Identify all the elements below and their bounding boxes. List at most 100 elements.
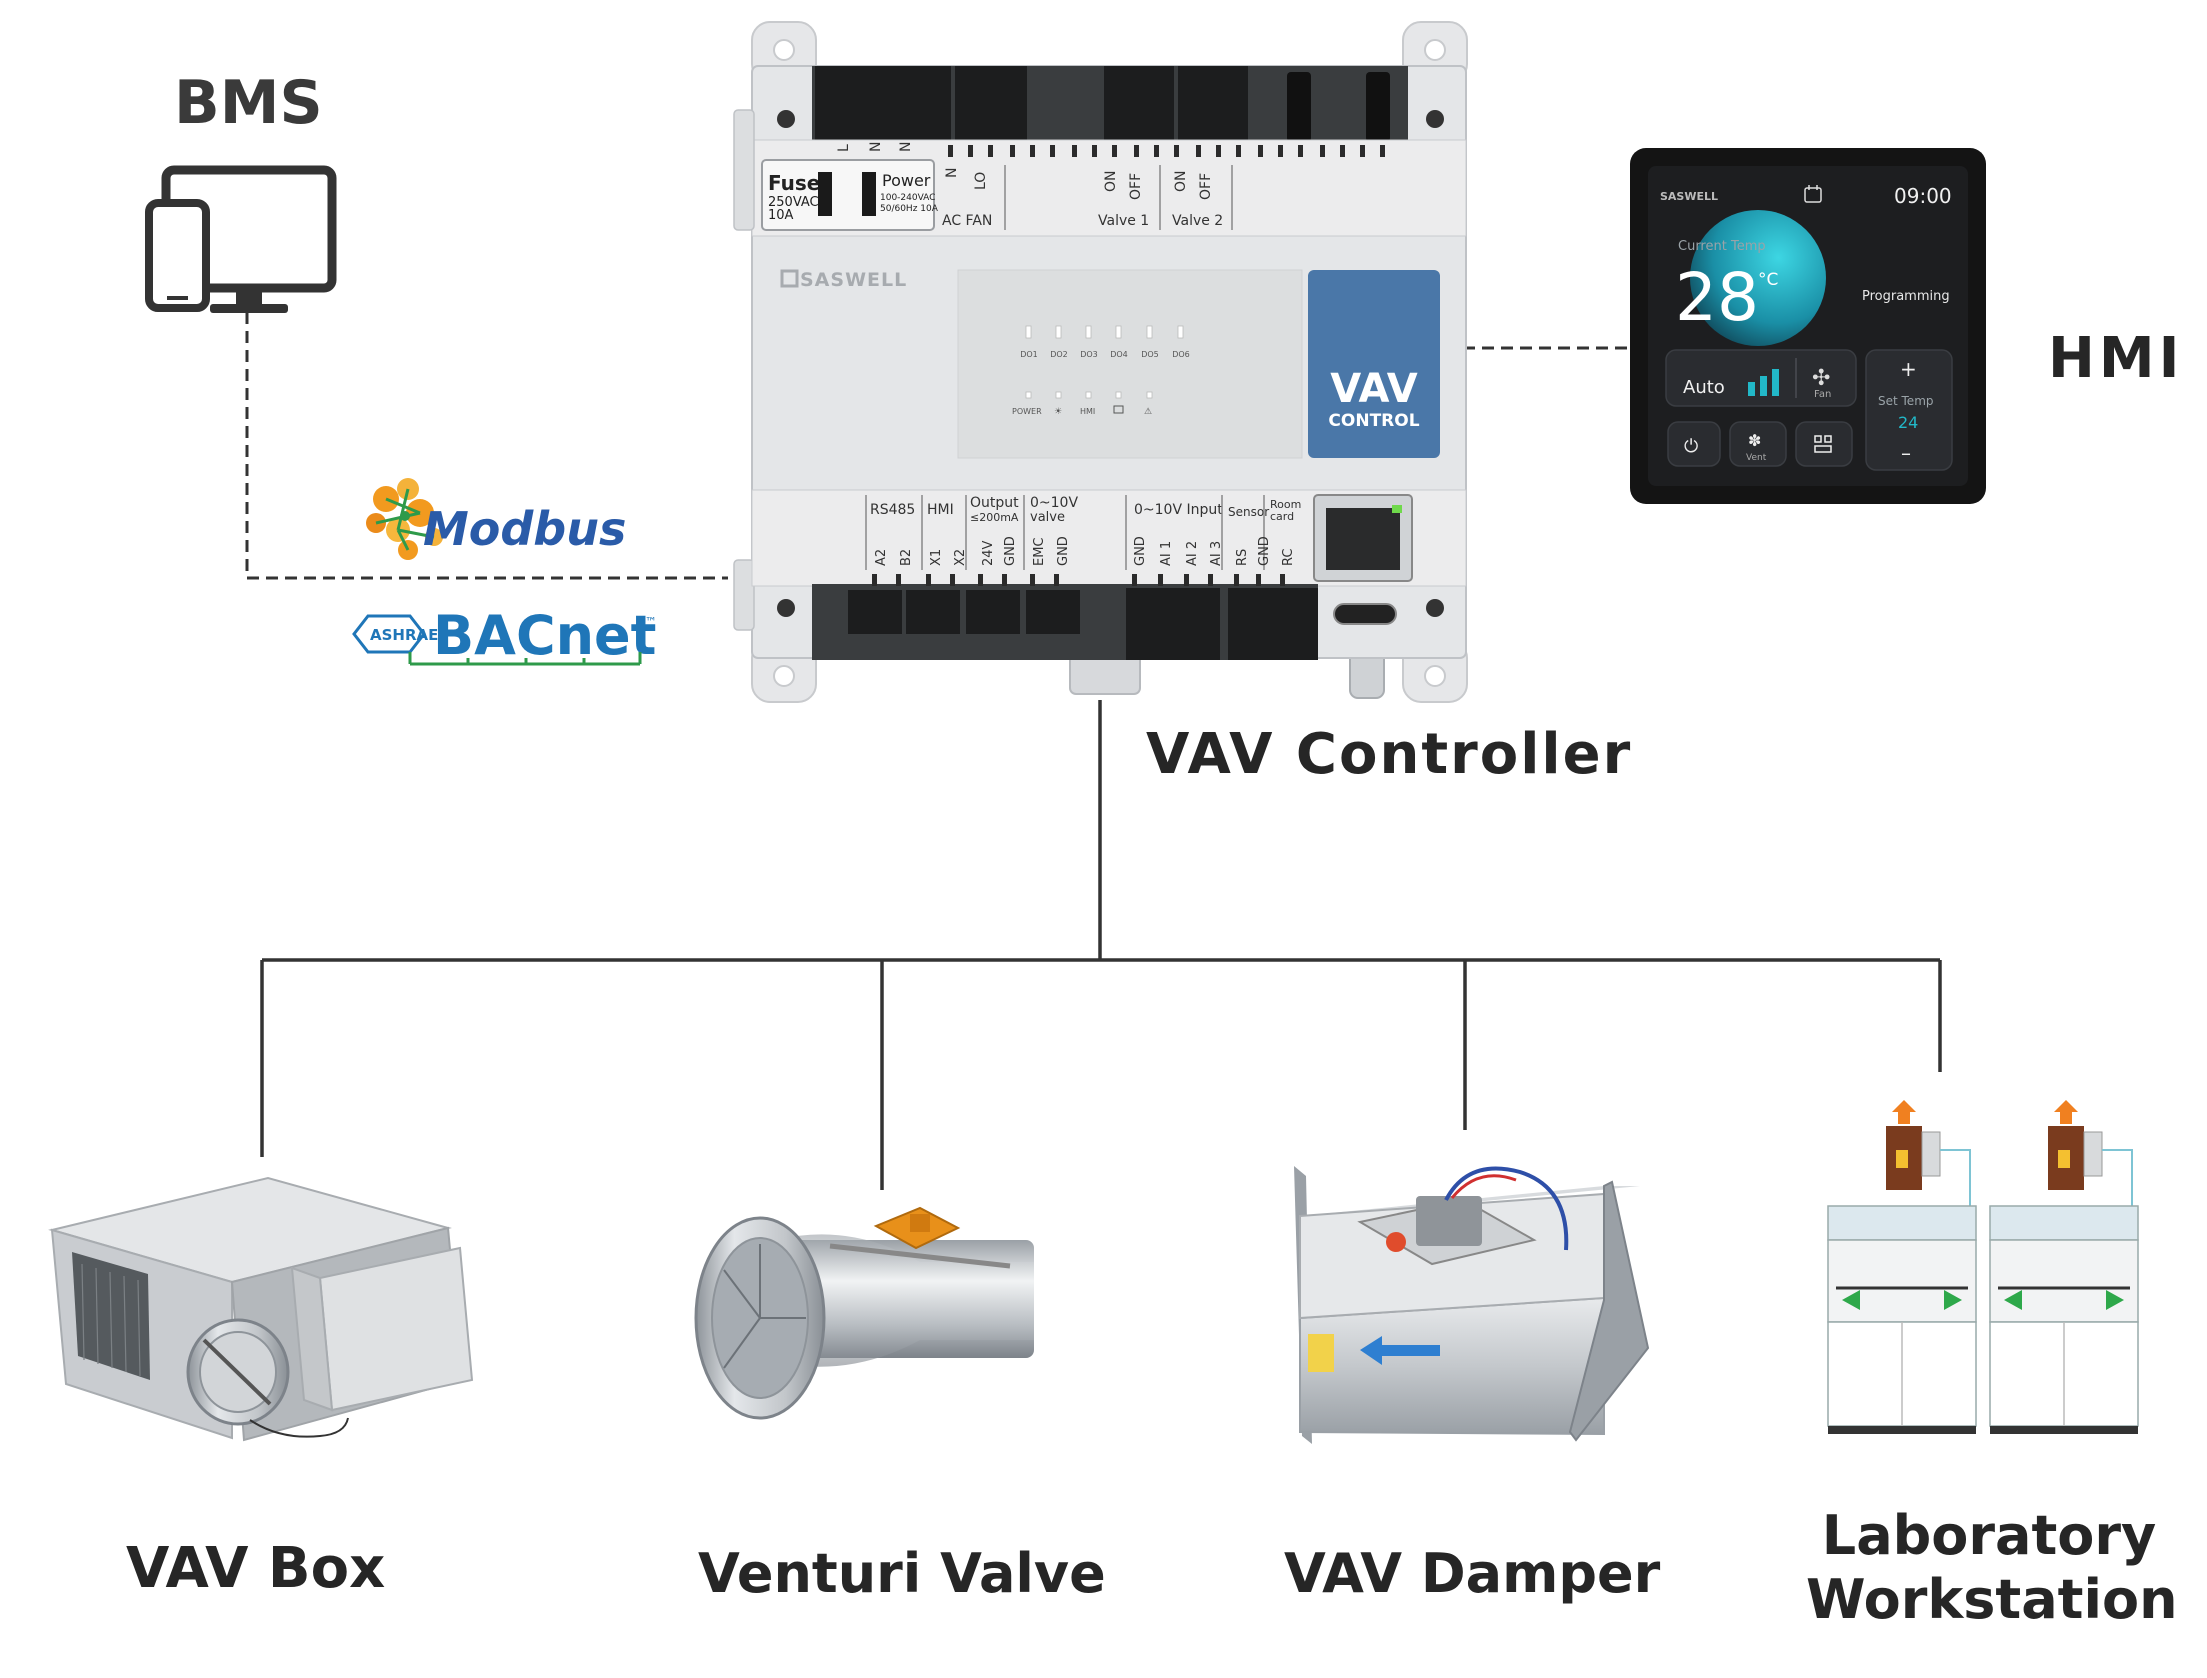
- venturi-valve-image: [694, 1206, 1034, 1420]
- vent-icon: ✽: [1748, 431, 1761, 450]
- rs485-label: RS485: [870, 502, 915, 518]
- term-emc: EMC: [1032, 537, 1047, 566]
- modbus-molecule-icon: [366, 478, 443, 560]
- bms-bus-dashed-line: [245, 312, 728, 580]
- set-temp-pill[interactable]: [1865, 349, 1953, 471]
- do-led-row: [1025, 325, 1184, 339]
- terminal-n-1: N: [868, 142, 884, 152]
- valve-010-label: 0~10V: [1030, 495, 1078, 511]
- badge-vav: VAV: [1330, 366, 1417, 412]
- power-button[interactable]: [1667, 421, 1721, 467]
- vav-box-label: VAV Box: [126, 1536, 386, 1601]
- valve1-on: ON: [1103, 171, 1119, 193]
- hmi-panel: SASWELL 09:00 Current Temp 28 °C Program…: [1630, 148, 1986, 504]
- term-a2: A2: [874, 549, 889, 566]
- terminal-l: L: [836, 144, 852, 152]
- term-24v: 24V: [981, 540, 996, 566]
- do6-label: DO6: [1172, 350, 1190, 359]
- bottom-screws: [777, 599, 1444, 617]
- current-temp-label: Current Temp: [1678, 239, 1766, 254]
- bms-computer-icon: [145, 165, 337, 313]
- hmi-port-label: HMI: [927, 502, 954, 518]
- monitor-icon: [1113, 405, 1124, 414]
- top-terminal-blocks: [815, 66, 1248, 140]
- do2-label: DO2: [1050, 350, 1068, 359]
- badge-control: CONTROL: [1328, 411, 1419, 431]
- power-title: Power: [882, 171, 931, 190]
- term-gnd-3: GND: [1133, 536, 1148, 566]
- top-terminal-pins: [948, 145, 1385, 157]
- term-x1: X1: [929, 549, 944, 566]
- bacnet-underline-icon: [408, 652, 642, 666]
- sensor-label: Sensor: [1228, 505, 1269, 519]
- term-gnd-4: GND: [1257, 536, 1272, 566]
- fuse-spec-current: 10A: [768, 208, 794, 223]
- controller-brand: SASWELL: [800, 269, 907, 291]
- valve1-label: Valve 1: [1098, 213, 1149, 229]
- vav-damper-label: VAV Damper: [1284, 1542, 1661, 1605]
- bottom-terminal-blocks: [848, 588, 1318, 660]
- hmi-label: HMI: [2048, 326, 2184, 391]
- lab-workstation-line1: Laboratory: [1821, 1504, 2157, 1567]
- fuse-switch-icon: [818, 172, 832, 216]
- power-switch-icon: [862, 172, 876, 216]
- current-temp-value: 28: [1675, 259, 1759, 336]
- temp-unit: °C: [1758, 270, 1778, 290]
- fan-label: Fan: [1814, 389, 1831, 400]
- vav-controller-device: Fuse 250VAC 10A Power 100-240VAC 50/60Hz…: [733, 21, 1468, 703]
- terminal-n-2: N: [898, 142, 914, 152]
- vav-controller-label: VAV Controller: [1146, 722, 1633, 787]
- fan-speed-bars-icon: [1748, 369, 1779, 396]
- term-ai2: AI 2: [1185, 541, 1200, 566]
- hmi-led-label: HMI: [1080, 407, 1095, 416]
- controller-brand-icon: [780, 269, 799, 288]
- top-screws: [777, 110, 1444, 128]
- menu-button[interactable]: [1795, 421, 1853, 467]
- do3-label: DO3: [1080, 350, 1098, 359]
- fume-hood-2: [1989, 1100, 2139, 1434]
- bottom-pins: [872, 574, 1285, 586]
- hmi-brand: SASWELL: [1660, 190, 1718, 203]
- fan-icon: ✣: [1812, 366, 1830, 391]
- side-tab-lower: [733, 559, 755, 631]
- fuse-spec-voltage: 250VAC: [768, 195, 819, 210]
- do-led-labels: DO1 DO2 DO3 DO4 DO5 DO6: [1020, 350, 1190, 359]
- set-temp-label: Set Temp: [1878, 394, 1934, 408]
- ac-fan-label: AC FAN: [942, 213, 992, 229]
- lab-workstation-image: [1827, 1100, 2139, 1434]
- room-card-label: Room: [1270, 498, 1301, 511]
- valve2-label: Valve 2: [1172, 213, 1223, 229]
- vav-control-badge: [1308, 270, 1440, 458]
- programming-label: Programming: [1862, 289, 1950, 304]
- connection-lines: [245, 312, 1942, 1190]
- bacnet-text: BACnet: [433, 604, 656, 667]
- hmi-time: 09:00: [1894, 184, 1952, 208]
- bacnet-logo: ASHRAE BACnet ™: [352, 604, 657, 667]
- airflow-arrow-icon: [1360, 1336, 1440, 1365]
- vav-damper-image: [1294, 1166, 1650, 1444]
- lab-workstation-label: Laboratory Workstation: [1806, 1504, 2178, 1632]
- valve2-off: OFF: [1198, 173, 1214, 200]
- vent-button[interactable]: [1729, 421, 1787, 467]
- terminal-lo: LO: [973, 172, 989, 190]
- fuse-title: Fuse: [768, 171, 820, 195]
- term-ai1: AI 1: [1159, 541, 1174, 566]
- lab-workstation-line2: Workstation: [1806, 1568, 2178, 1631]
- term-gnd-1: GND: [1003, 536, 1018, 566]
- front-panel: [957, 269, 1303, 459]
- output-label: Output: [970, 495, 1019, 511]
- term-rs: RS: [1235, 549, 1250, 566]
- usb-c-port: [1333, 603, 1397, 625]
- mode-auto-label: Auto: [1683, 377, 1725, 398]
- power-led-label: POWER: [1012, 407, 1042, 416]
- bottom-dividers: [865, 495, 1265, 570]
- power-spec-voltage: 100-240VAC: [880, 193, 935, 203]
- set-temp-minus-button[interactable]: –: [1901, 441, 1911, 465]
- ashrae-label: ASHRAE: [370, 626, 438, 644]
- fume-hood-1: [1827, 1100, 1977, 1434]
- set-temp-plus-button[interactable]: +: [1900, 357, 1917, 381]
- output-spec: ≤200mA: [970, 511, 1019, 524]
- modbus-wordmark: Modbus: [423, 502, 626, 556]
